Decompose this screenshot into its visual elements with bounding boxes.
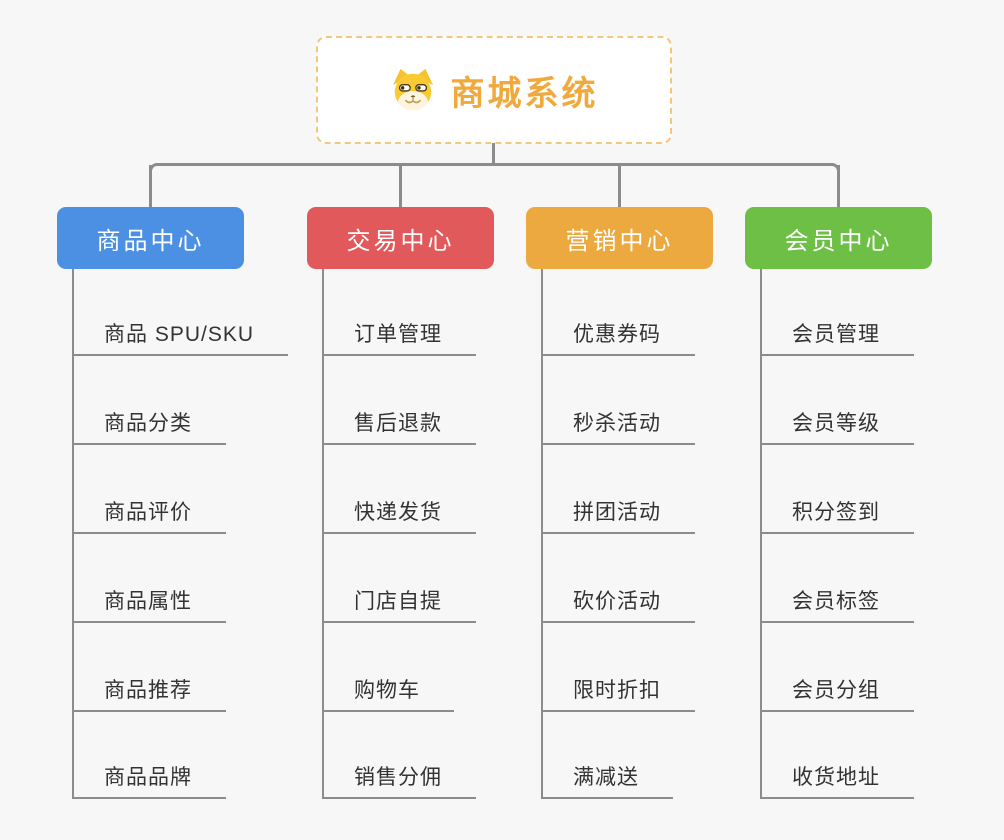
branch-label: 交易中心 xyxy=(346,227,455,255)
branch-node[interactable]: 商品中心 xyxy=(57,207,244,269)
child-node[interactable]: 会员管理 xyxy=(762,318,914,356)
branch-children: 订单管理 售后退款 快递发货 门店自提 购物车 销售分佣 xyxy=(322,269,476,799)
child-row: 砍价活动 xyxy=(543,534,695,623)
child-node[interactable]: 快递发货 xyxy=(324,496,476,534)
child-node[interactable]: 售后退款 xyxy=(324,407,476,445)
child-node[interactable]: 秒杀活动 xyxy=(543,407,695,445)
child-node[interactable]: 订单管理 xyxy=(324,318,476,356)
root-node[interactable]: 商城系统 xyxy=(316,36,672,144)
branch-node[interactable]: 交易中心 xyxy=(307,207,494,269)
child-row: 优惠券码 xyxy=(543,269,695,356)
child-row: 积分签到 xyxy=(762,445,914,534)
connector-bus xyxy=(149,163,840,177)
connector-root-stub xyxy=(492,143,495,165)
branch-label: 会员中心 xyxy=(784,227,893,255)
child-node[interactable]: 商品 SPU/SKU xyxy=(74,318,289,356)
child-row: 商品属性 xyxy=(74,534,288,623)
child-row: 门店自提 xyxy=(324,534,476,623)
child-node[interactable]: 满减送 xyxy=(543,761,673,799)
branch-node[interactable]: 会员中心 xyxy=(745,207,932,269)
connector-branch-drop xyxy=(149,165,152,210)
child-row: 购物车 xyxy=(324,623,476,712)
child-node[interactable]: 限时折扣 xyxy=(543,674,695,712)
child-row: 售后退款 xyxy=(324,356,476,445)
child-row: 会员分组 xyxy=(762,623,914,712)
child-row: 商品推荐 xyxy=(74,623,288,712)
branch-label: 商品中心 xyxy=(96,227,205,255)
child-node[interactable]: 砍价活动 xyxy=(543,585,695,623)
child-node[interactable]: 销售分佣 xyxy=(324,761,476,799)
branch-children: 商品 SPU/SKU 商品分类 商品评价 商品属性 商品推荐 商品品牌 xyxy=(72,269,289,799)
connector-branch-drop xyxy=(837,165,840,210)
child-node[interactable]: 商品评价 xyxy=(74,496,226,534)
child-row: 销售分佣 xyxy=(324,712,476,799)
child-row: 会员标签 xyxy=(762,534,914,623)
child-node[interactable]: 会员标签 xyxy=(762,585,914,623)
child-node[interactable]: 商品品牌 xyxy=(74,761,226,799)
branch-label: 营销中心 xyxy=(565,227,674,255)
dog-face-icon xyxy=(392,68,433,111)
child-row: 会员管理 xyxy=(762,269,914,356)
child-row: 会员等级 xyxy=(762,356,914,445)
child-row: 收货地址 xyxy=(762,712,914,799)
child-row: 订单管理 xyxy=(324,269,476,356)
child-row: 商品评价 xyxy=(74,445,288,534)
child-node[interactable]: 商品属性 xyxy=(74,585,226,623)
child-node[interactable]: 收货地址 xyxy=(762,761,914,799)
child-node[interactable]: 会员分组 xyxy=(762,674,914,712)
child-node[interactable]: 拼团活动 xyxy=(543,496,695,534)
child-row: 快递发货 xyxy=(324,445,476,534)
child-row: 限时折扣 xyxy=(543,623,695,712)
child-row: 秒杀活动 xyxy=(543,356,695,445)
connector-branch-drop xyxy=(399,165,402,210)
child-row: 满减送 xyxy=(543,712,695,799)
branch-children: 会员管理 会员等级 积分签到 会员标签 会员分组 收货地址 xyxy=(760,269,914,799)
child-row: 商品分类 xyxy=(74,356,288,445)
child-row: 拼团活动 xyxy=(543,445,695,534)
root-title: 商城系统 xyxy=(450,74,599,113)
child-node[interactable]: 商品分类 xyxy=(74,407,226,445)
child-node[interactable]: 会员等级 xyxy=(762,407,914,445)
child-node[interactable]: 优惠券码 xyxy=(543,318,695,356)
child-node[interactable]: 积分签到 xyxy=(762,496,914,534)
branch-node[interactable]: 营销中心 xyxy=(526,207,713,269)
child-node[interactable]: 门店自提 xyxy=(324,585,476,623)
child-node[interactable]: 商品推荐 xyxy=(74,674,226,712)
child-row: 商品品牌 xyxy=(74,712,288,799)
child-node[interactable]: 购物车 xyxy=(324,674,454,712)
branch-children: 优惠券码 秒杀活动 拼团活动 砍价活动 限时折扣 满减送 xyxy=(541,269,695,799)
connector-branch-drop xyxy=(618,165,621,210)
child-row: 商品 SPU/SKU xyxy=(74,269,289,356)
